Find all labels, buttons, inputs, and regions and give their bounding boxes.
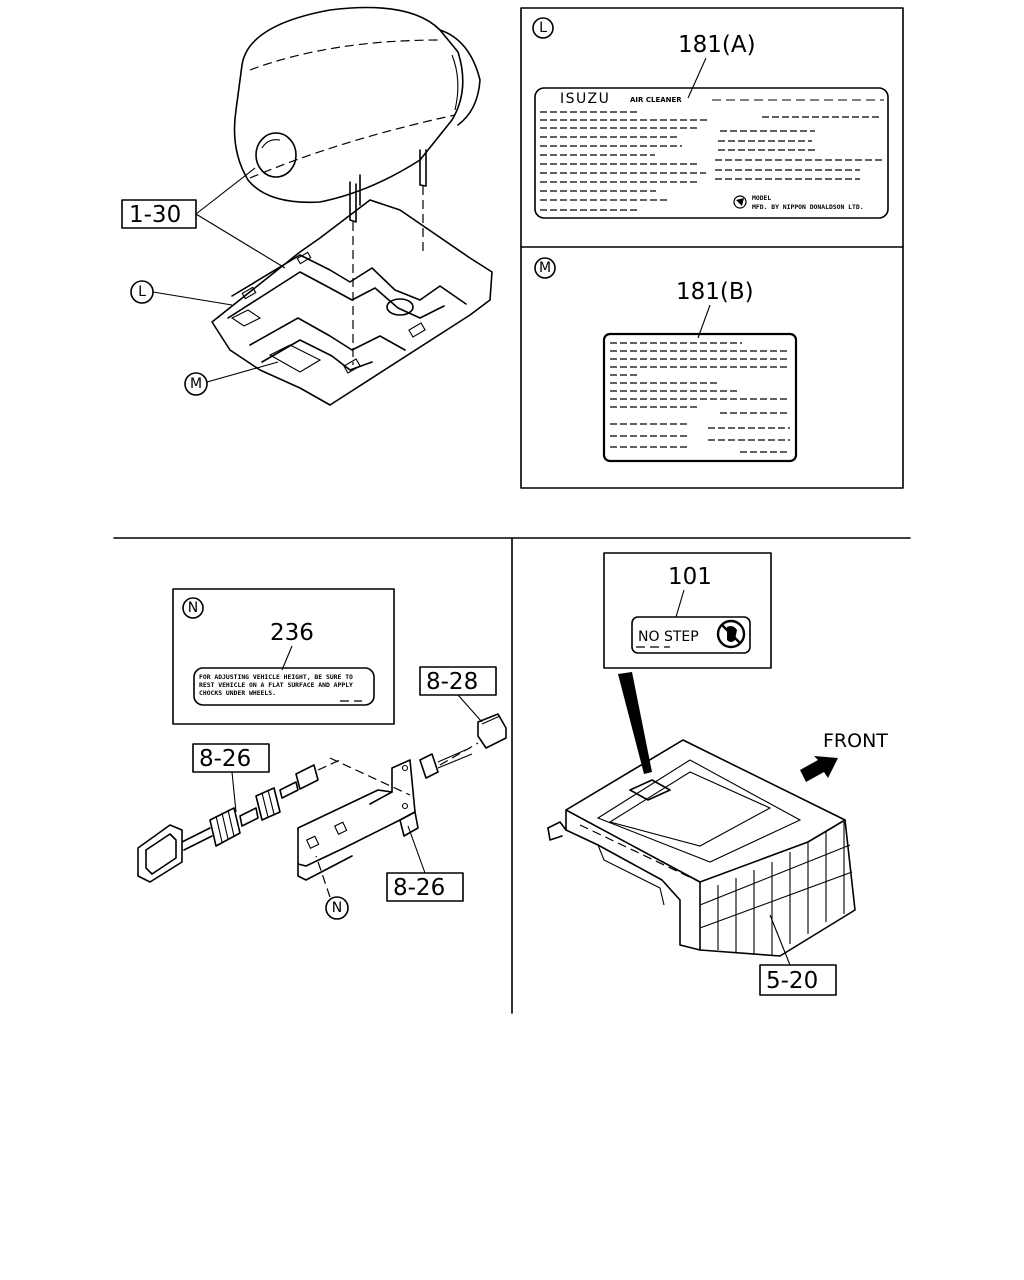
label-181a-manufacturer: MFD. BY NIPPON DONALDSON LTD. [752,203,864,211]
marker-L-label: L [138,284,146,300]
panel-L-marker-label: L [539,20,547,36]
panel-M-marker-circle [534,257,556,279]
label-236-line-2: REST VEHICLE ON A FLAT SURFACE AND APPLY [199,681,353,689]
part-number-236: 236 [270,620,314,646]
frame-bracket-drawing [211,199,493,406]
label-101-position [629,779,671,801]
part-number-181b: 181(B) [676,279,754,305]
callout-box-8-26-upper [192,743,270,773]
label-181b-outline [602,332,798,463]
panel-N-frame [172,588,395,725]
callout-label-8-28: 8-28 [426,669,478,695]
control-unit-cover-drawing [547,739,856,957]
panel-101-frame [603,552,772,669]
callout-label-8-26-lower: 8-26 [393,875,445,901]
air-cleaner-assembly-drawing [233,6,481,365]
label-181a-brand: ISUZU [560,91,610,107]
callout-label-5-20: 5-20 [766,968,818,994]
donaldson-logo-icon [733,195,747,209]
height-sensor-rod-drawing [137,713,507,883]
panel-M-marker-label: M [539,260,551,276]
label-236-outline [193,667,375,706]
label-pointer-wedge [618,672,652,774]
label-101-text: NO STEP [638,629,699,645]
label-181a-outline [534,87,889,219]
marker-M-label: M [190,376,202,392]
marker-M-circle [184,372,208,396]
part-number-181a: 181(A) [678,32,756,58]
label-181a-model: MODEL [752,194,771,202]
callout-label-8-26-upper: 8-26 [199,746,251,772]
label-181a-text-lines [540,111,885,211]
front-arrow-icon [800,756,838,782]
marker-N-label: N [332,900,342,916]
callout-label-1-30: 1-30 [129,202,181,228]
label-181b-text-lines [610,342,790,453]
panel-L-M-frame [520,7,904,489]
callout-box-5-20 [759,964,837,996]
label-236-line-3: CHOCKS UNDER WHEELS. [199,689,276,697]
part-number-101: 101 [668,564,712,590]
label-101-outline [631,616,751,654]
panel-N-marker-label: N [188,600,198,616]
label-236-line-1: FOR ADJUSTING VEHICLE HEIGHT, BE SURE TO [199,673,353,681]
panel-N-marker-circle [182,597,204,619]
marker-N-circle [325,896,349,920]
front-direction-label: FRONT [823,730,888,752]
panel-L-marker-circle [532,17,554,39]
label-181a-product: AIR CLEANER [630,96,682,104]
no-step-icon [716,619,746,649]
